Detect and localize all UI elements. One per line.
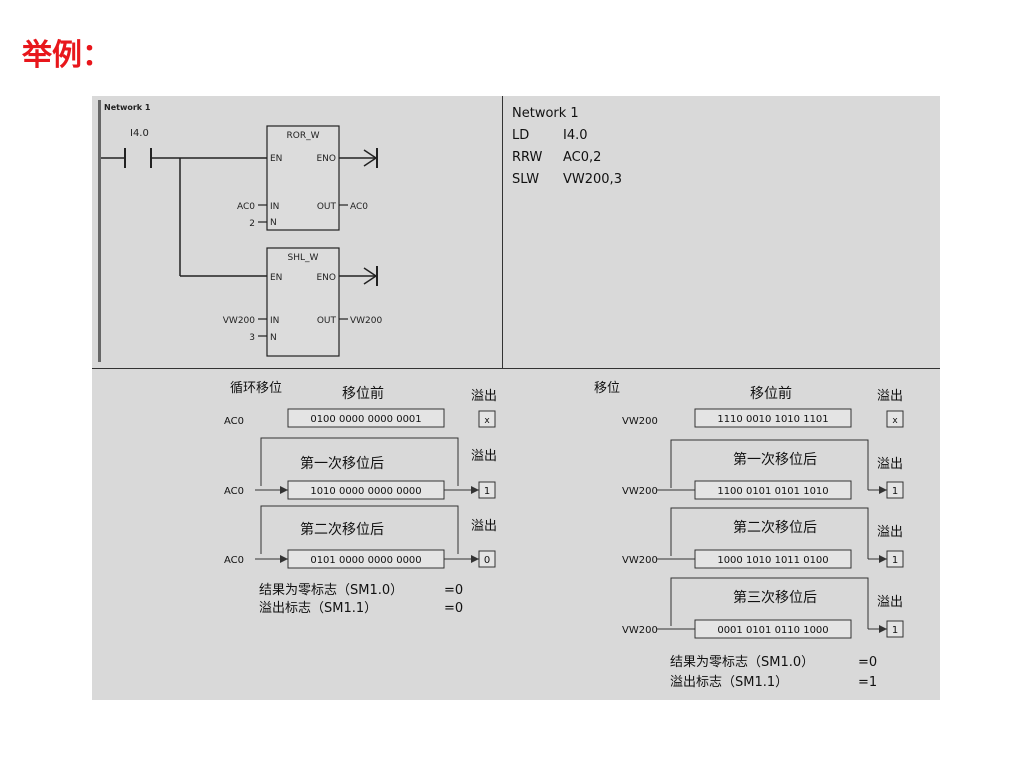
svg-text:IN: IN (270, 316, 279, 326)
stl-row-op: SLW (512, 172, 540, 187)
rotate-step1-overflow: 1 (484, 486, 490, 497)
svg-text:N: N (270, 218, 277, 228)
shift-zero-flag-label: 结果为零标志（SM1.0） (670, 655, 814, 670)
shift-step1-label: 第一次移位后 (733, 451, 817, 468)
ror-w-block: ROR_W EN ENO IN OUT N (266, 125, 340, 231)
block1-out-operand: AC0 (350, 202, 368, 212)
rotate-step2-label: 第二次移位后 (300, 521, 384, 538)
shift-step2-value: 1000 1010 1011 0100 (717, 555, 828, 566)
shift-step3-label: 第三次移位后 (733, 589, 817, 606)
svg-text:VW200: VW200 (622, 486, 658, 497)
block2-in-operand: VW200 (223, 316, 256, 326)
svg-text:ENO: ENO (316, 273, 336, 283)
svg-text:OUT: OUT (317, 316, 337, 326)
rotate-before-value: 0100 0000 0000 0001 (310, 414, 421, 425)
power-rail (98, 100, 101, 362)
shift-step3-overflow-label: 溢出 (877, 595, 903, 610)
stl-row-arg: VW200,3 (563, 172, 622, 187)
rotate-zero-flag-value: =0 (444, 583, 463, 598)
rotate-heading: 循环移位 (230, 381, 282, 396)
block1-in-operand: AC0 (237, 202, 255, 212)
stl-row-op: LD (512, 128, 530, 143)
shift-step3-overflow: 1 (892, 625, 898, 636)
svg-text:ENO: ENO (316, 154, 336, 164)
shl-w-block: SHL_W EN ENO IN OUT N (266, 247, 340, 357)
shift-step2-overflow: 1 (892, 555, 898, 566)
rotate-step1-label: 第一次移位后 (300, 455, 384, 472)
rotate-step1-value: 1010 0000 0000 0000 (310, 486, 421, 497)
rotate-step2-value: 0101 0000 0000 0000 (310, 555, 421, 566)
shift-step1-overflow-label: 溢出 (877, 457, 903, 472)
svg-text:ROR_W: ROR_W (287, 131, 320, 141)
svg-text:SHL_W: SHL_W (288, 253, 319, 263)
shift-step3-value: 0001 0101 0110 1000 (717, 625, 828, 636)
shift-before-value: 1110 0010 1010 1101 (717, 414, 828, 425)
svg-text:IN: IN (270, 202, 279, 212)
shift-overflow-label: 溢出 (877, 389, 903, 404)
rotate-overflow-flag-value: =0 (444, 601, 463, 616)
rotate-step2-overflow: 0 (484, 555, 490, 566)
stl-row-arg: AC0,2 (563, 150, 602, 165)
rotate-overflow-flag-label: 溢出标志（SM1.1） (259, 601, 377, 616)
contact-address: I4.0 (130, 128, 149, 139)
shift-before-label: 移位前 (750, 385, 792, 402)
rotate-operand: AC0 (224, 416, 244, 427)
rotate-step1-overflow-label: 溢出 (471, 449, 497, 464)
stl-panel (502, 96, 940, 368)
shift-step2-label: 第二次移位后 (733, 519, 817, 536)
slide-title: 举例： (22, 38, 112, 73)
svg-text:OUT: OUT (317, 202, 337, 212)
rotate-step2-overflow-label: 溢出 (471, 519, 497, 534)
block2-n-operand: 3 (249, 333, 255, 343)
rotate-before-overflow: x (484, 416, 490, 426)
svg-text:VW200: VW200 (622, 625, 658, 636)
block2-out-operand: VW200 (350, 316, 383, 326)
shift-zero-flag-value: =0 (858, 655, 877, 670)
panel-divider-horizontal (92, 368, 940, 369)
svg-text:N: N (270, 333, 277, 343)
rotate-overflow-label: 溢出 (471, 389, 497, 404)
panel-divider-vertical (502, 96, 503, 368)
stl-row-arg: I4.0 (563, 128, 588, 143)
shift-step1-value: 1100 0101 0101 1010 (717, 486, 828, 497)
shift-before-overflow: x (892, 416, 898, 426)
rotate-zero-flag-label: 结果为零标志（SM1.0） (259, 583, 403, 598)
stl-row-op: RRW (512, 150, 543, 165)
shift-operand: VW200 (622, 416, 658, 427)
network-label: Network 1 (104, 103, 151, 112)
ladder-diagram: Network 1 I4.0 ROR_W EN ENO IN OUT N AC0… (98, 100, 383, 362)
shift-overflow-flag-value: =1 (858, 675, 877, 690)
stl-header: Network 1 (512, 106, 579, 121)
svg-text:AC0: AC0 (224, 555, 244, 566)
svg-text:VW200: VW200 (622, 555, 658, 566)
svg-text:EN: EN (270, 154, 282, 164)
shift-step2-overflow-label: 溢出 (877, 525, 903, 540)
shift-step1-overflow: 1 (892, 486, 898, 497)
shift-overflow-flag-label: 溢出标志（SM1.1） (670, 675, 788, 690)
shift-heading: 移位 (594, 381, 620, 396)
svg-text:EN: EN (270, 273, 282, 283)
svg-text:AC0: AC0 (224, 486, 244, 497)
rotate-before-label: 移位前 (342, 385, 384, 402)
block1-n-operand: 2 (249, 219, 255, 229)
shift-diagram: 循环移位 移位前 溢出 AC0 0100 0000 0000 0001 x 第一… (224, 381, 904, 690)
